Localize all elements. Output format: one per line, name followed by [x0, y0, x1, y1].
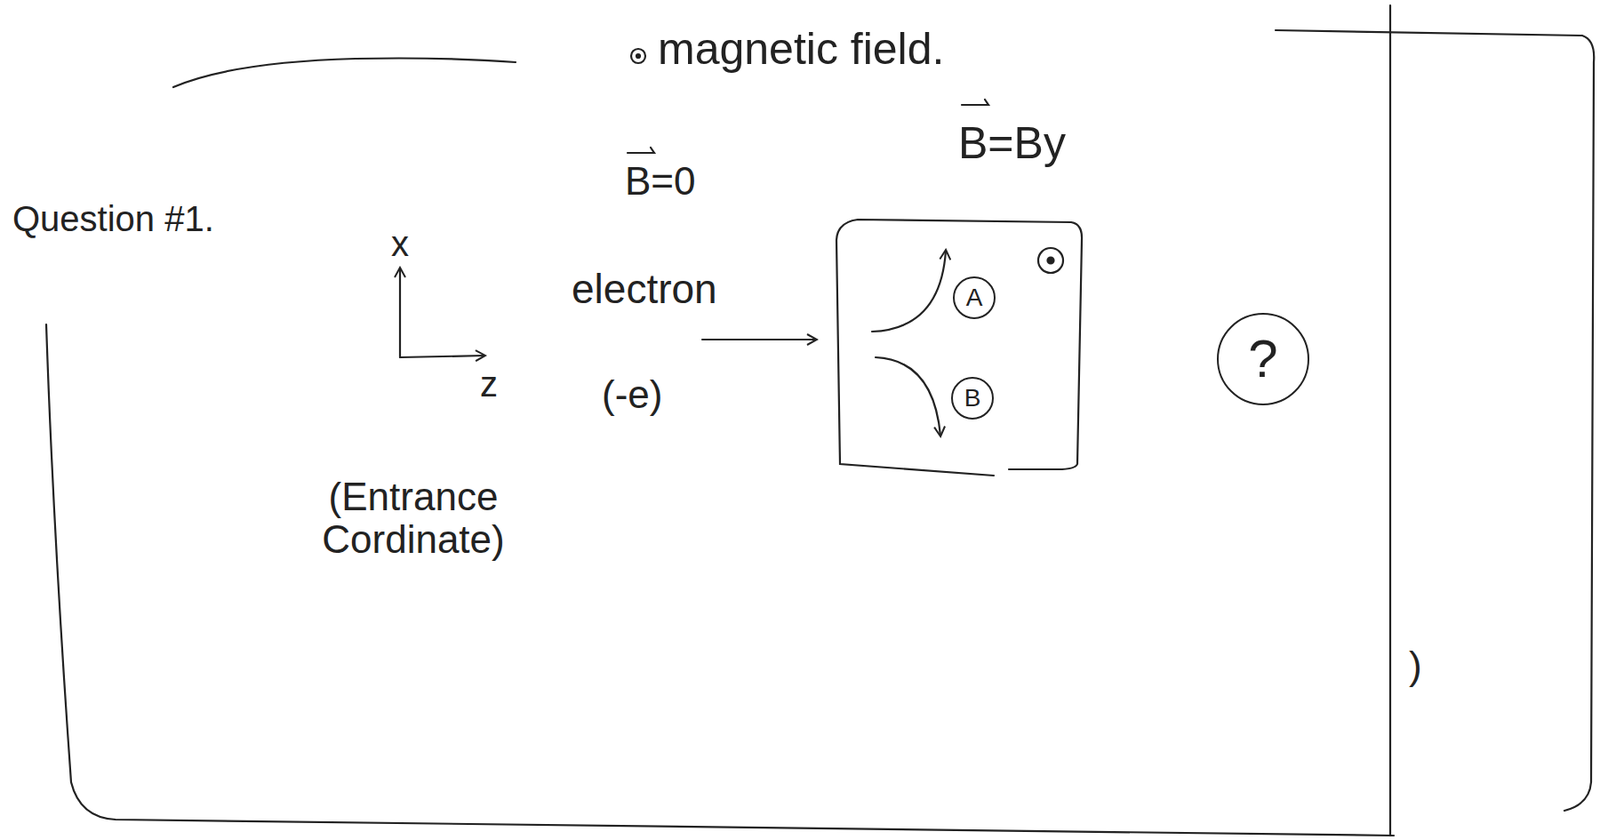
x-axis [399, 268, 401, 358]
node-text: B [964, 385, 982, 411]
field-equation: B=0 [624, 160, 696, 203]
node-text: A [966, 285, 984, 311]
axis-label: z [480, 364, 498, 404]
stray-mark: ) [1408, 644, 1423, 688]
trajectory-a [872, 250, 946, 332]
z-axis [400, 355, 485, 358]
frame-line [46, 324, 1394, 836]
frame-line [1275, 30, 1594, 811]
vector-arrow [627, 147, 655, 153]
frame-line [1389, 5, 1392, 836]
note-text: (Entrance Cordinate) [266, 475, 560, 562]
charge-label: (-e) [601, 373, 663, 416]
out-of-page-symbol [1048, 257, 1055, 264]
question-number: Question #1. [12, 199, 215, 239]
circled-label: B [951, 376, 994, 420]
axis-label: x [391, 224, 409, 264]
field-equation: B=By [958, 119, 1066, 168]
out-of-page-symbol [1038, 248, 1064, 273]
field-region [836, 219, 1082, 470]
particle-name: electron [571, 266, 718, 312]
trajectory-b [875, 357, 941, 436]
title-text: magnetic field. [657, 24, 944, 74]
out-of-page-symbol [631, 48, 646, 64]
out-of-page-symbol [636, 54, 640, 58]
frame-line [173, 58, 516, 88]
circled-label: A [952, 276, 996, 320]
circled-label: ? [1216, 312, 1310, 406]
node-text: ? [1248, 332, 1278, 386]
vector-arrow [961, 99, 989, 105]
field-region [836, 240, 994, 476]
electron-arrow [702, 338, 816, 341]
